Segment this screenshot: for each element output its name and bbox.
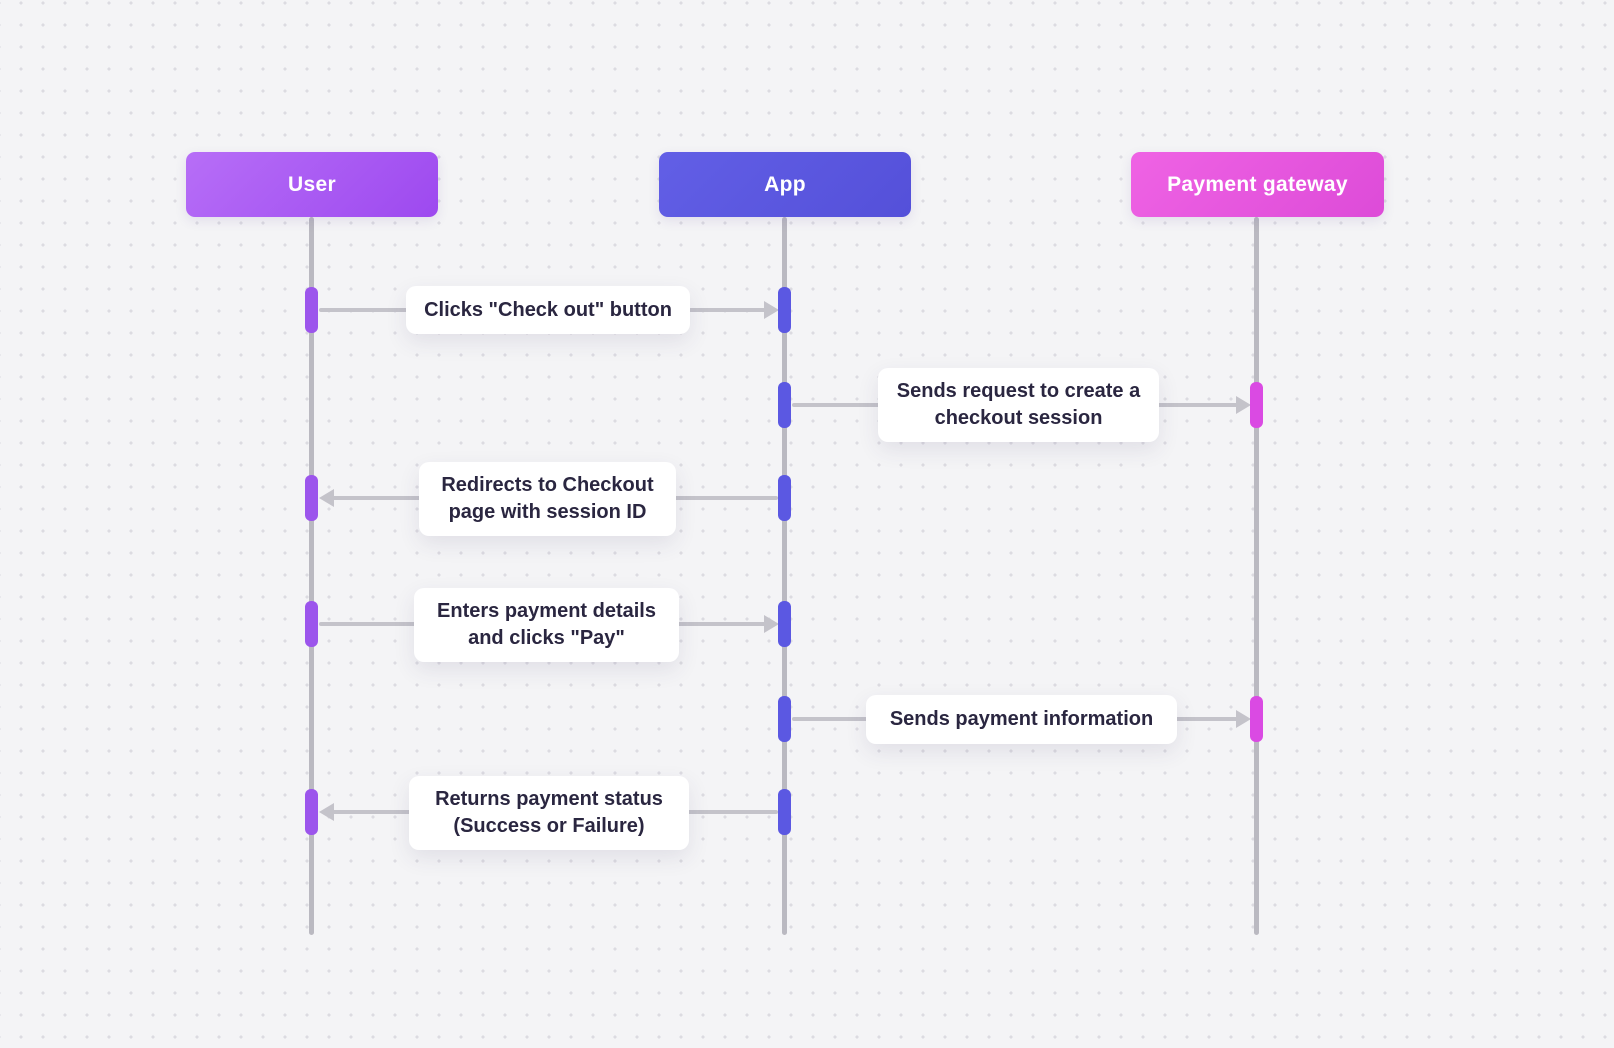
message-label-sends-payment-info[interactable]: Sends payment information [866, 695, 1177, 744]
actor-box-payment-gateway[interactable]: Payment gateway [1131, 152, 1384, 217]
message-text: Redirects to Checkout page with session … [441, 474, 654, 523]
arrowhead-right [1236, 710, 1251, 728]
actor-label-app: App [764, 172, 806, 196]
activation-bar-user [305, 789, 318, 835]
message-label-returns-status[interactable]: Returns payment status (Success or Failu… [409, 776, 689, 850]
activation-bar-user [305, 601, 318, 647]
message-label-enters-payment[interactable]: Enters payment details and clicks "Pay" [414, 588, 679, 662]
message-text: Sends payment information [889, 708, 1154, 730]
activation-bar-user [305, 475, 318, 521]
lifeline-app [782, 217, 787, 935]
actor-box-app[interactable]: App [659, 152, 911, 217]
activation-bar-user [305, 287, 318, 333]
message-text: Clicks "Check out" button [424, 298, 672, 321]
activation-bar-app [778, 789, 791, 835]
activation-bar-app [778, 475, 791, 521]
arrowhead-right [764, 301, 779, 319]
actor-label-payment-gateway: Payment gateway [1167, 172, 1348, 196]
message-text: Enters payment details and clicks "Pay" [437, 600, 656, 649]
message-label-redirect-checkout[interactable]: Redirects to Checkout page with session … [419, 462, 676, 536]
lifeline-payment-gateway [1254, 217, 1259, 935]
activation-bar-app [778, 601, 791, 647]
arrowhead-right [1236, 396, 1251, 414]
message-label-clicks-checkout[interactable]: Clicks "Check out" button [406, 286, 690, 334]
actor-box-user[interactable]: User [186, 152, 438, 217]
actor-label-user: User [288, 172, 336, 196]
activation-bar-app [778, 287, 791, 333]
message-label-create-session[interactable]: Sends request to create a checkout sessi… [878, 368, 1159, 442]
message-text: Returns payment status (Success or Failu… [435, 788, 663, 837]
message-text: Sends request to create a checkout sessi… [896, 380, 1141, 429]
activation-bar-payment-gateway [1250, 696, 1263, 742]
activation-bar-payment-gateway [1250, 382, 1263, 428]
arrowhead-left [319, 489, 334, 507]
arrowhead-left [319, 803, 334, 821]
activation-bar-app [778, 696, 791, 742]
arrowhead-right [764, 615, 779, 633]
activation-bar-app [778, 382, 791, 428]
lifeline-user [309, 217, 314, 935]
